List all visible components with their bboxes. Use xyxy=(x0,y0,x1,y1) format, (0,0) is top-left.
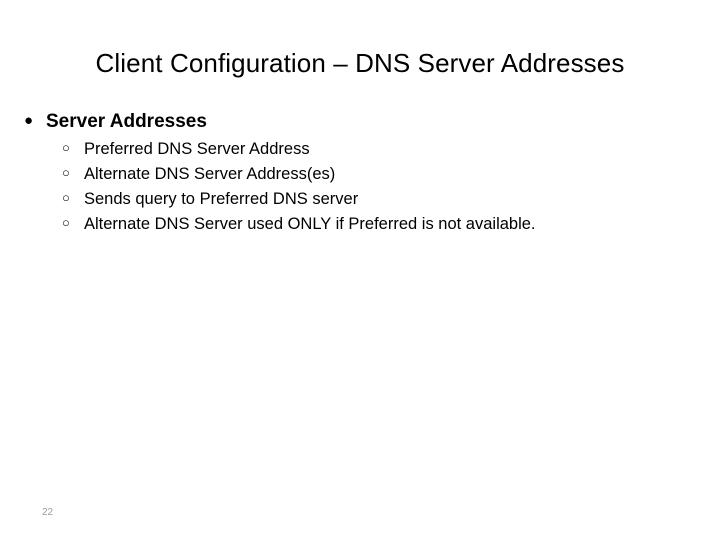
slide-body: ● Server Addresses ○ Preferred DNS Serve… xyxy=(24,110,704,237)
hollow-bullet-icon: ○ xyxy=(62,214,70,230)
page-title: Client Configuration – DNS Server Addres… xyxy=(95,48,625,78)
bullet-level2-list: ○ Preferred DNS Server Address ○ Alterna… xyxy=(24,138,704,237)
list-item: ○ Sends query to Preferred DNS server xyxy=(62,188,704,212)
hollow-bullet-icon: ○ xyxy=(62,164,70,180)
bullet-level1: ● Server Addresses xyxy=(24,110,704,134)
hollow-bullet-icon: ○ xyxy=(62,139,70,155)
list-item: ○ Alternate DNS Server Address(es) xyxy=(62,163,704,187)
filled-bullet-icon: ● xyxy=(24,112,34,129)
list-item-label: Sends query to Preferred DNS server xyxy=(84,189,359,208)
list-item: ○ Preferred DNS Server Address xyxy=(62,138,704,162)
page-number: 22 xyxy=(42,507,54,518)
list-item-label: Preferred DNS Server Address xyxy=(84,139,310,158)
list-item-label: Alternate DNS Server used ONLY if Prefer… xyxy=(84,214,536,233)
hollow-bullet-icon: ○ xyxy=(62,189,70,205)
list-item-label: Alternate DNS Server Address(es) xyxy=(84,164,336,183)
list-item: ○ Alternate DNS Server used ONLY if Pref… xyxy=(62,213,704,237)
bullet-level1-label: Server Addresses xyxy=(46,111,207,132)
